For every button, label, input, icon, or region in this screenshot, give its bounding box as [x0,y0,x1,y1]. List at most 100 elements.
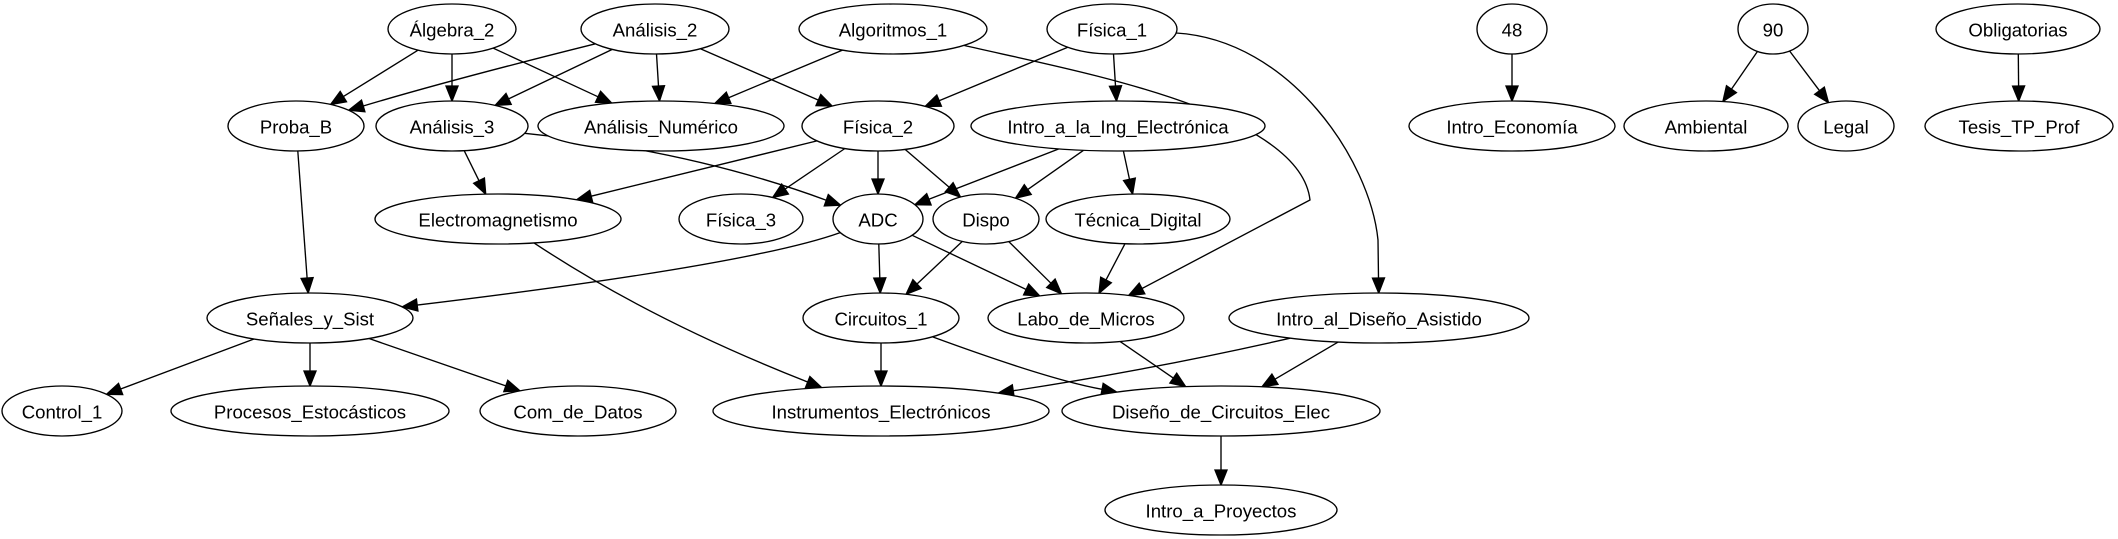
arrowhead-icon [871,178,885,196]
arrowhead-icon [1098,276,1113,295]
edge-line [700,48,819,101]
node-circuitos-1: Circuitos_1 [802,292,960,344]
edge-line [508,48,613,100]
edge-line [368,337,507,387]
node-label: Proba_B [260,117,332,139]
node-electromagnetismo: Electromagnetismo [374,193,622,245]
node-analisis-numerico: Análisis_Numérico [537,100,785,152]
node-ellipse [932,193,1040,245]
node-ellipse [1737,3,1809,55]
node-ellipse [1061,385,1381,437]
arrowhead-icon [1108,84,1123,103]
edge-fisica_1-to-intro_diseno_asistido [1176,32,1386,295]
edge-algebra_2-to-analisis_numerico [492,47,614,104]
node-ellipse [537,100,785,152]
node-label: Análisis_2 [613,20,698,42]
node-ellipse [580,3,730,55]
edge-line [1274,341,1339,380]
edge-analisis_2-to-analisis_numerico [651,53,666,103]
node-label: Física_3 [706,210,776,232]
node-label: 90 [1763,20,1784,41]
edge-line [363,43,596,107]
edge-intro_ing_electronica-to-dispo [1014,149,1084,200]
node-label: Análisis_3 [410,117,495,139]
node-control-1: Control_1 [1,385,123,437]
node-label: Com_de_Datos [513,402,642,424]
arrowhead-icon [1260,372,1280,388]
edge-line [928,148,1060,200]
node-ellipse [227,100,365,152]
arrowhead-icon [1505,85,1519,103]
node-proba-b: Proba_B [227,100,365,152]
node-algoritmos-1: Algoritmos_1 [798,3,988,55]
edge-diseno_circuitos_elec-to-intro_a_proyectos [1214,436,1228,487]
node-label: Procesos_Estocásticos [214,402,406,424]
arrowhead-icon [329,90,348,106]
node-diseno-circuitos-elec: Diseño_de_Circuitos_Elec [1061,385,1381,437]
edge-adc-to-senales_y_sist [400,231,841,312]
edge-proba_b-to-senales_y_sist [297,150,315,295]
edge-algebra_2-to-proba_b [329,49,419,106]
node-ellipse [1935,3,2101,55]
node-label: Física_1 [1077,20,1147,42]
edge-adc-to-circuitos_1 [872,243,887,295]
edge-senales_y_sist-to-control_1 [104,338,255,396]
edge-line [1105,243,1126,281]
node-tesis-tp-prof: Tesis_TP_Prof [1924,100,2114,152]
edge-dispo-to-circuitos_1 [904,240,963,296]
arrowhead-icon [1371,277,1386,295]
node-label: Instrumentos_Electrónicos [771,402,990,424]
node-label: Control_1 [22,402,103,424]
node-tecnica-digital: Técnica_Digital [1045,193,1231,245]
node-label: Ambiental [1665,117,1748,138]
edge-line [1008,241,1052,284]
edge-obligatorias-to-tesis_tp_prof [2011,53,2026,103]
edge-line [904,148,950,188]
arrowhead-icon [303,370,317,388]
arrowhead-icon [651,84,666,103]
nodes-layer: Álgebra_2 Análisis_2 Algoritmos_1 Física_1 4… [1,3,2114,536]
edge-circuitos_1-to-instrumentos_electronicos [874,343,888,388]
node-ellipse [375,100,529,152]
node-label: Electromagnetismo [418,210,577,231]
arrowhead-icon [300,276,315,295]
node-label: 48 [1502,20,1523,41]
edge-line [1112,53,1117,87]
edge-line [463,150,480,181]
node-senales-y-sist: Señales_y_Sist [206,292,414,344]
edge-n90-to-ambiental [1721,51,1759,103]
edge-electromagnetismo-to-instrumentos_electronicos [533,242,824,389]
edge-line [297,150,308,279]
node-label: Técnica_Digital [1074,210,1201,232]
edge-line [417,231,841,306]
node-label: Labo_de_Micros [1017,309,1154,331]
edge-line [911,234,1027,291]
arrowhead-icon [400,298,419,312]
arrowhead-icon [493,92,513,107]
node-label: ADC [858,210,897,231]
edge-analisis_3-to-electromagnetismo [463,150,487,196]
edge-line [932,336,1103,390]
arrowhead-icon [1813,85,1830,105]
arrowhead-icon [1014,183,1033,200]
edge-line [120,338,255,390]
edge-line [728,49,843,99]
node-label: Intro_al_Diseño_Asistido [1276,309,1482,331]
node-label: Física_2 [843,117,913,139]
edge-fisica_2-to-adc [871,151,885,196]
edge-line [1176,32,1380,279]
node-algebra-2: Álgebra_2 [387,3,517,55]
edge-algebra_2-to-analisis_3 [445,54,459,103]
edge-line [963,44,1311,290]
arrowhead-icon [804,375,824,389]
node-obligatorias: Obligatorias [1935,3,2101,55]
edge-line [492,47,599,98]
edge-analisis_2-to-fisica_2 [700,48,834,107]
node-ellipse [387,3,517,55]
arrowhead-icon [814,93,834,107]
edge-fisica_1-to-fisica_2 [923,46,1069,108]
node-ellipse [206,292,414,344]
node-ellipse [1408,100,1616,152]
node-label: Intro_a_Proyectos [1146,501,1297,523]
